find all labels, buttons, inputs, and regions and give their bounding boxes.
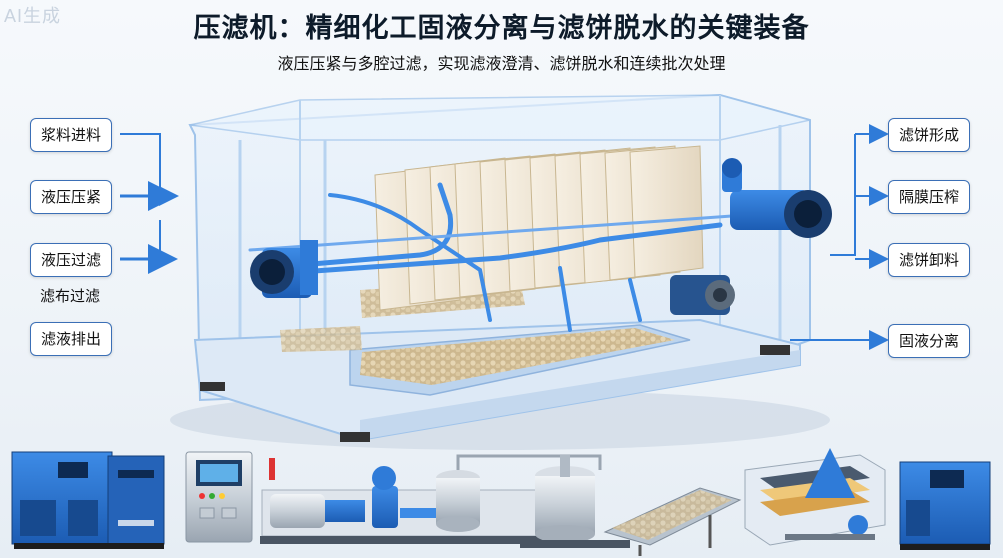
label-filter-cloth: 滤布过滤 [40, 287, 101, 305]
label-membrane-squeeze: 隔膜压榨 [888, 180, 971, 214]
filtrate-tank [520, 455, 630, 548]
right-connectors [790, 124, 889, 350]
left-connectors [120, 133, 179, 274]
air-compressor-left [11, 451, 165, 549]
label-hydraulic-filtration: 液压过滤 [30, 243, 113, 277]
page-title: 压滤机：精细化工固液分离与滤饼脱水的关键装备 [193, 13, 810, 44]
hydraulic-motor [670, 275, 735, 315]
label-cake-discharge: 滤饼卸料 [888, 243, 971, 277]
page-subtitle: 液压压紧与多腔过滤，实现滤液澄清、滤饼脱水和连续批次处理 [277, 54, 726, 73]
inlet-flange [250, 240, 318, 298]
process-piping [248, 182, 762, 332]
label-filtrate-discharge: 滤液排出 [30, 322, 113, 356]
label-solid-liquid-separation: 固液分离 [888, 324, 971, 358]
label-cake-formation: 滤饼形成 [888, 118, 971, 152]
discharge-conveyor [603, 487, 742, 556]
feed-pump-assembly [260, 454, 602, 544]
label-hydraulic-clamping: 液压压紧 [30, 180, 113, 214]
control-cabinet [185, 451, 275, 543]
outlet-flange [722, 158, 832, 238]
watermark-text: AI生成 [4, 6, 62, 26]
air-compressor-right [899, 461, 991, 550]
label-slurry-feed: 浆料进料 [30, 118, 113, 152]
membrane-press-unit [744, 448, 886, 546]
